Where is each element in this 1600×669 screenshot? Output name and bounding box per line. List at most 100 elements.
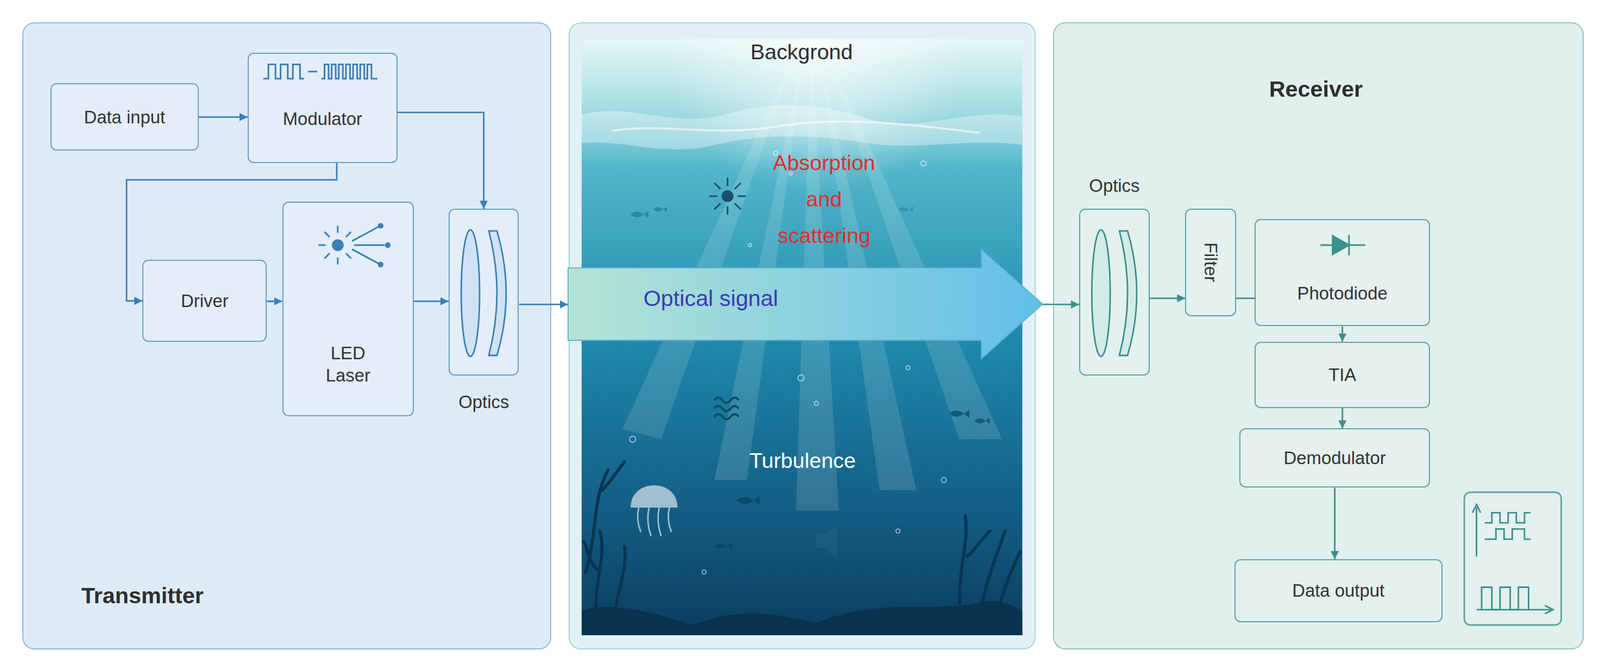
process-box: Demodulator	[1239, 427, 1431, 488]
lens-icon	[461, 229, 480, 357]
receiver-panel: ReceiverOpticsFilterPhotodiodeTIADemodul…	[1053, 22, 1584, 650]
fish-silhouettes	[630, 210, 649, 218]
bubbles	[629, 150, 987, 574]
light-source-icon	[385, 242, 390, 248]
lens-icon	[1091, 229, 1111, 357]
sound-source	[816, 524, 837, 558]
optics-box: Optics	[448, 208, 520, 375]
light-source-box: LED Laser	[282, 201, 414, 417]
jellyfish	[637, 507, 672, 537]
photodiode-symbol	[1320, 234, 1366, 256]
panel-heading: Backgrond	[750, 39, 854, 65]
current-symbol	[714, 397, 739, 419]
effect-label: Turbulence	[749, 447, 856, 474]
fish-silhouettes	[736, 495, 760, 505]
process-box: Data input	[50, 83, 199, 151]
process-box: Data output	[1234, 558, 1443, 622]
output-waveform-icon	[1464, 492, 1561, 625]
signal-connector	[397, 112, 484, 210]
arrow-outline	[568, 249, 1043, 359]
signal-connector	[518, 303, 568, 306]
jellyfish	[630, 484, 678, 536]
light-source-icon	[318, 223, 390, 267]
bubbles	[896, 528, 901, 533]
square-wave-icon	[263, 64, 378, 79]
signal-connector	[1042, 303, 1080, 306]
output-waveform-icon	[1472, 504, 1553, 614]
bubbles	[702, 569, 707, 575]
signal-connector	[1149, 297, 1186, 299]
arrow-shape	[568, 249, 1043, 359]
channel-panel: BackgrondAbsorption and scatteringTurbul…	[568, 22, 1037, 650]
bubbles	[941, 477, 947, 483]
signal-connector	[126, 162, 337, 301]
bubbles	[905, 365, 911, 370]
lens-icon	[1119, 230, 1137, 356]
output-waveform-icon	[1476, 608, 1552, 610]
fish-silhouettes	[714, 542, 733, 550]
square-wave-icon	[307, 70, 318, 73]
light-source-icon	[318, 225, 351, 264]
lens-icon	[488, 230, 507, 356]
current-symbol	[714, 405, 739, 411]
light-source-icon	[378, 223, 383, 229]
fish-silhouettes	[652, 206, 667, 212]
absorption-icon	[722, 191, 733, 202]
node-label: TIA	[1328, 363, 1357, 386]
optics-box: Optics	[1079, 208, 1150, 375]
seabed-plants	[959, 515, 967, 615]
output-waveform-icon	[1481, 587, 1529, 610]
current-symbol	[714, 397, 739, 403]
water-surface	[581, 104, 1023, 150]
bubbles	[748, 243, 752, 247]
node-label: Data input	[83, 106, 166, 128]
signal-connector	[413, 300, 449, 302]
bubbles	[629, 435, 636, 442]
seabed-plants	[967, 530, 990, 557]
photodiode-box: Photodiode	[1254, 218, 1431, 326]
transmitter-panel: Transmitter Data input ModulatorDriverLED …	[22, 22, 551, 650]
sound-source	[824, 524, 837, 558]
node-label: Optics	[1088, 174, 1140, 197]
signal-connector	[1341, 407, 1344, 429]
fish-silhouettes	[897, 206, 913, 213]
signal-connector	[1341, 326, 1344, 342]
lens-icon	[461, 229, 507, 357]
process-box: TIA	[1254, 341, 1431, 408]
fish-silhouettes	[974, 417, 990, 424]
effect-label: Absorption and scattering	[772, 144, 876, 254]
output-waveform-icon	[1484, 528, 1532, 539]
light-source-icon	[378, 262, 383, 267]
node-label: Optics	[458, 391, 509, 413]
fish-silhouettes	[630, 206, 990, 550]
fish-silhouettes	[948, 409, 970, 418]
current-symbol	[714, 413, 739, 419]
photodiode-symbol	[1332, 235, 1350, 255]
output-waveform-icon	[1545, 605, 1554, 614]
light-source-icon	[332, 240, 343, 251]
water-surface	[612, 121, 980, 134]
process-box: Driver	[142, 259, 267, 342]
photodiode-symbol	[1320, 244, 1366, 247]
filter-box: Filter	[1185, 208, 1237, 316]
node-label: Demodulator	[1283, 446, 1387, 469]
jellyfish	[630, 484, 678, 508]
sound-source	[816, 533, 825, 548]
photodiode-symbol	[1347, 234, 1350, 256]
absorption-icon	[709, 177, 747, 215]
signal-connector	[266, 300, 282, 302]
seabed	[581, 600, 1023, 635]
modulator-box: Modulator	[247, 52, 398, 163]
bubbles	[814, 401, 819, 406]
signal-connector	[198, 116, 248, 118]
lens-icon	[1091, 229, 1137, 357]
square-wave-icon	[263, 64, 305, 79]
water-surface	[581, 104, 1023, 150]
output-waveform-icon	[1484, 512, 1532, 523]
node-label: Data output	[1292, 579, 1385, 601]
signal-connector	[1333, 487, 1336, 559]
node-label: Modulator	[282, 108, 363, 130]
panel-heading: Transmitter	[81, 582, 204, 610]
